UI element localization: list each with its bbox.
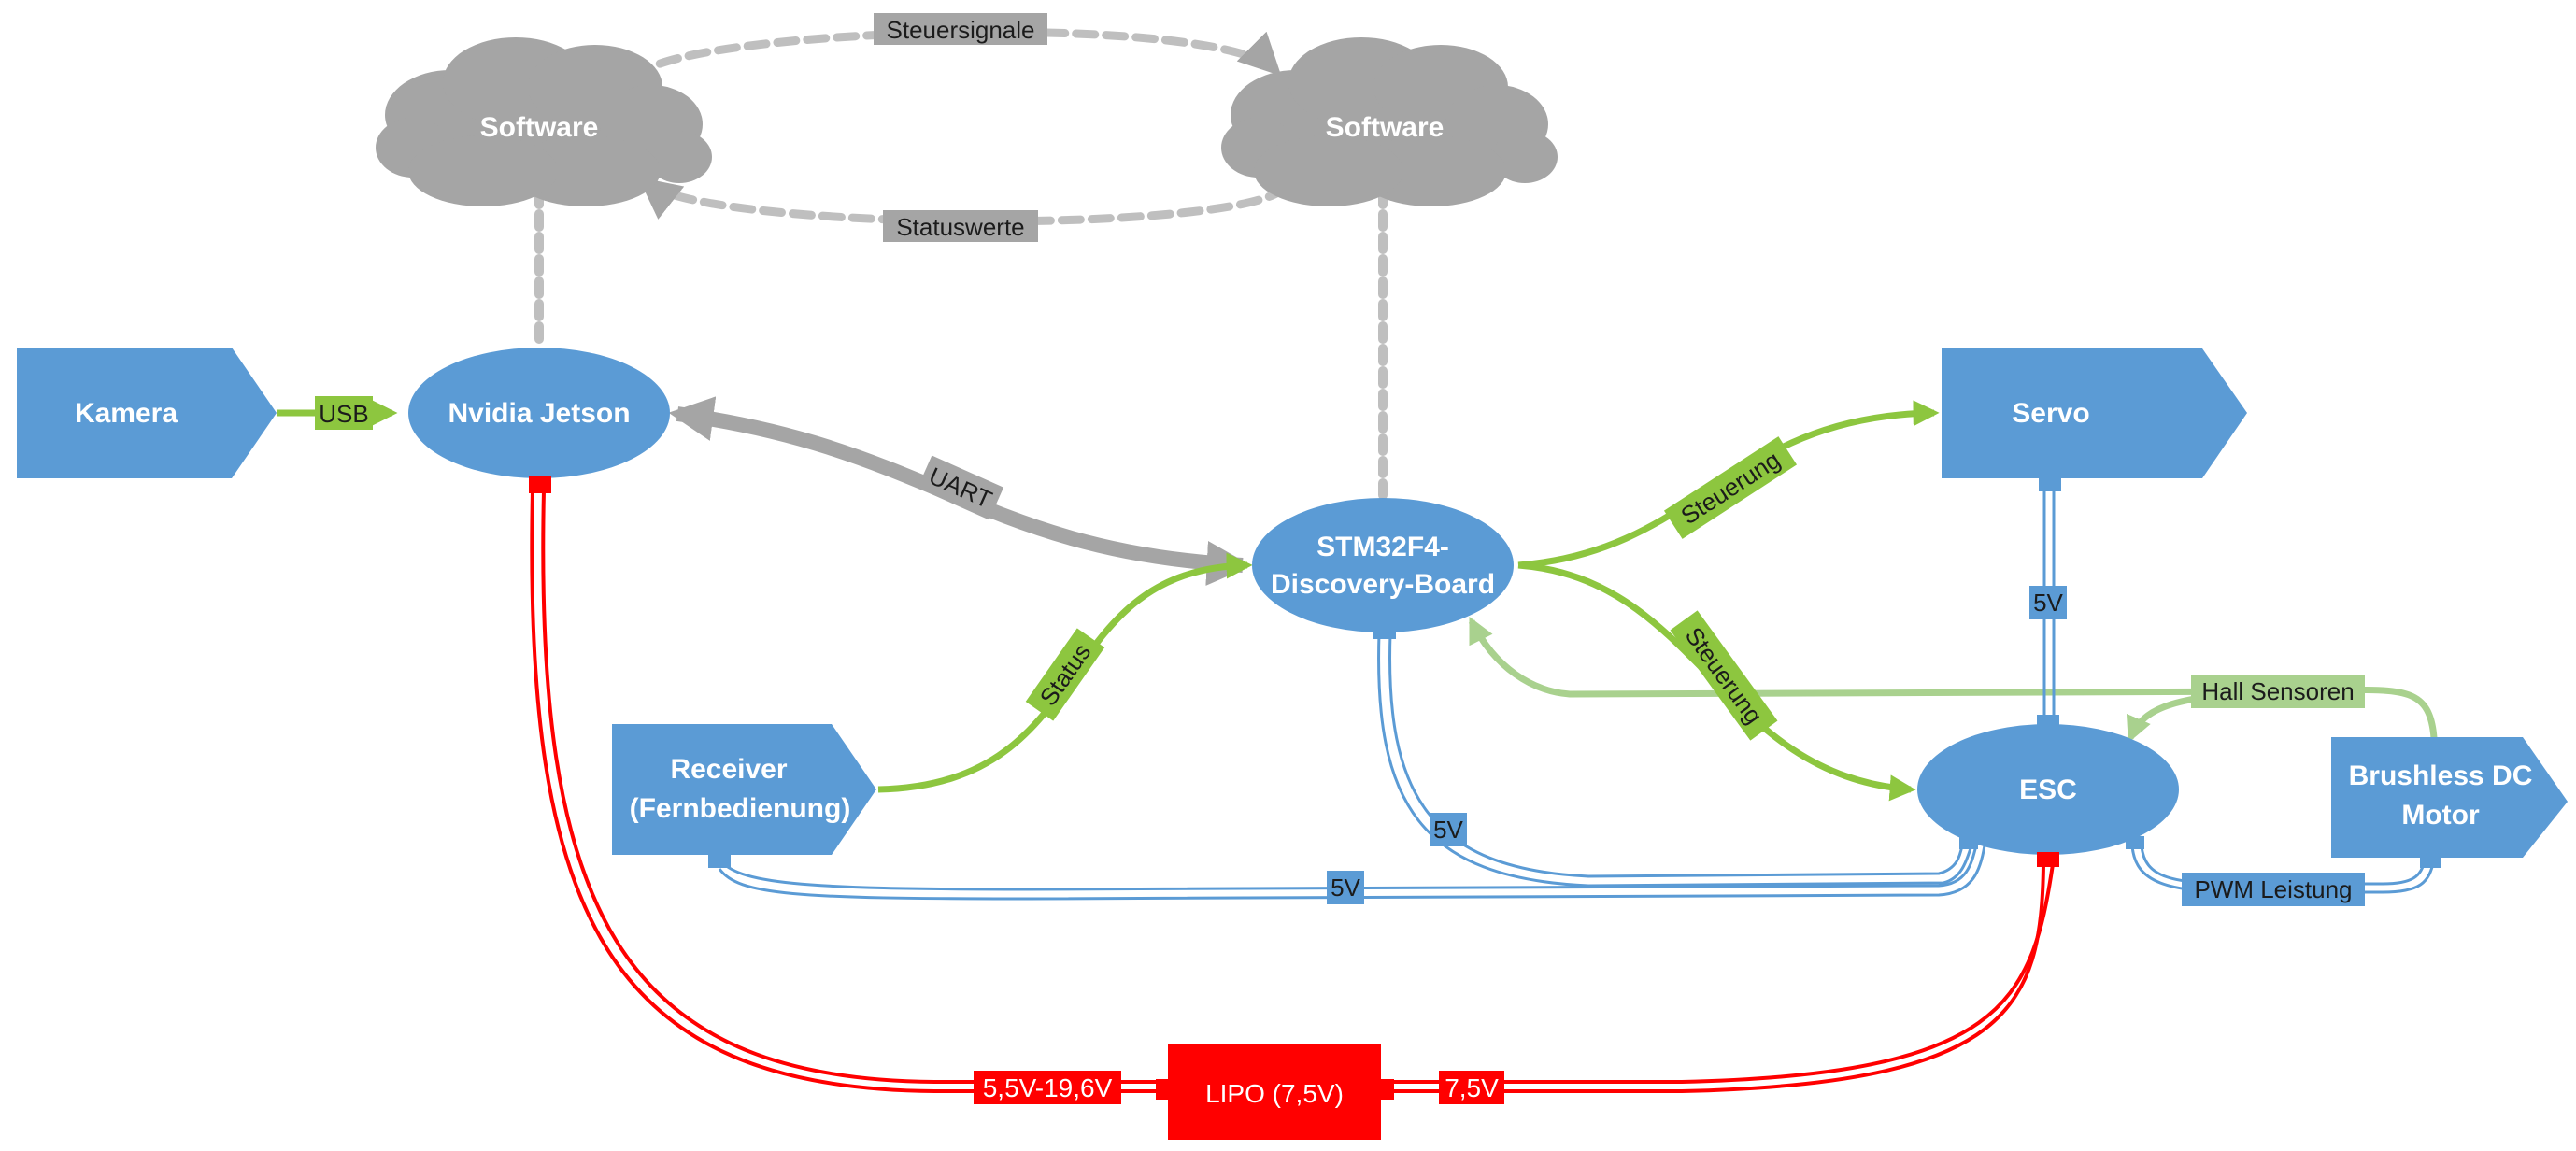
brushless-motor-node: Brushless DC Motor (2331, 737, 2568, 868)
software-cloud-right: Software (1221, 37, 1558, 206)
esc-power-port-red (2037, 852, 2059, 867)
esc-power-port-right (2126, 836, 2144, 849)
power-receiver-tag: 5V (1327, 871, 1364, 904)
power-stm-esc (1377, 632, 1973, 888)
nvidia-jetson-node: Nvidia Jetson (408, 348, 670, 493)
steuersignale-text: Steuersignale (887, 16, 1035, 44)
receiver-label-line1: Receiver (670, 754, 787, 785)
lipo-jetson-tag: 5,5V-19,6V (974, 1071, 1121, 1104)
power-stm-tag: 5V (1430, 813, 1467, 846)
statuswerte-tag: Statuswerte (883, 210, 1038, 242)
power-servo-tag: 5V (2029, 586, 2067, 619)
lipo-node: LIPO (7,5V) (1156, 1044, 1394, 1140)
lipo-jetson-power (530, 490, 1159, 1093)
software-right-label: Software (1326, 112, 1445, 143)
pwm-leistung-tag: PWM Leistung (2182, 873, 2365, 906)
stm32f4-node: STM32F4- Discovery-Board (1252, 498, 1514, 639)
motor-label-line2: Motor (2401, 800, 2480, 831)
receiver-label-line2: (Fernbedienung) (630, 793, 851, 824)
kamera-label: Kamera (75, 398, 178, 429)
steuerung-esc-text: Steuerung (1680, 622, 1769, 730)
servo-power-port (2039, 478, 2061, 491)
esc-power-port-top (2037, 715, 2059, 728)
lipo-esc-text: 7,5V (1445, 1073, 1499, 1102)
power-servo-text: 5V (2033, 589, 2063, 617)
power-receiver-text: 5V (1331, 874, 1360, 902)
steuerung-servo-tag: Steuerung (1663, 436, 1798, 539)
motor-power-port (2420, 855, 2441, 868)
stm-label-line2: Discovery-Board (1271, 569, 1495, 600)
hall-sensoren-tag: Hall Sensoren (2191, 675, 2365, 708)
lipo-port-left (1156, 1079, 1169, 1100)
status-tag: Status (1025, 628, 1105, 721)
usb-text: USB (319, 400, 368, 428)
esc-node: ESC (1917, 715, 2179, 867)
power-receiver-esc (718, 845, 1986, 901)
servo-node: Servo (1942, 348, 2247, 491)
receiver-node: Receiver (Fernbedienung) (612, 724, 876, 868)
esc-label: ESC (2019, 774, 2077, 805)
statuswerte-text: Statuswerte (896, 213, 1024, 241)
usb-tag: USB (315, 396, 373, 430)
servo-label: Servo (2012, 398, 2089, 429)
software-left-label: Software (480, 112, 599, 143)
lipo-jetson-text: 5,5V-19,6V (983, 1073, 1113, 1102)
lipo-esc-tag: 7,5V (1439, 1071, 1504, 1104)
esc-power-port-left (1959, 836, 1978, 849)
jetson-label: Nvidia Jetson (448, 398, 630, 429)
motor-label-line1: Brushless DC (2349, 760, 2533, 791)
lipo-esc-power (1388, 863, 2055, 1093)
receiver-power-port (708, 855, 731, 868)
power-stm-text: 5V (1433, 816, 1463, 844)
pwm-leistung-text: PWM Leistung (2194, 875, 2352, 903)
stm-label-line1: STM32F4- (1316, 532, 1449, 562)
lipo-label: LIPO (7,5V) (1205, 1079, 1344, 1108)
steuerung-servo-text: Steuerung (1676, 446, 1786, 531)
steuersignale-tag: Steuersignale (874, 13, 1047, 45)
lipo-port-right (1381, 1079, 1394, 1100)
stm-power-port (1373, 624, 1396, 639)
jetson-power-port (529, 476, 551, 493)
hall-sensoren-text: Hall Sensoren (2201, 677, 2354, 705)
steuerung-esc-tag: Steuerung (1670, 610, 1778, 741)
kamera-node: Kamera (17, 348, 277, 478)
uart-tag: UART (917, 455, 1004, 520)
software-cloud-left: Software (376, 37, 712, 206)
